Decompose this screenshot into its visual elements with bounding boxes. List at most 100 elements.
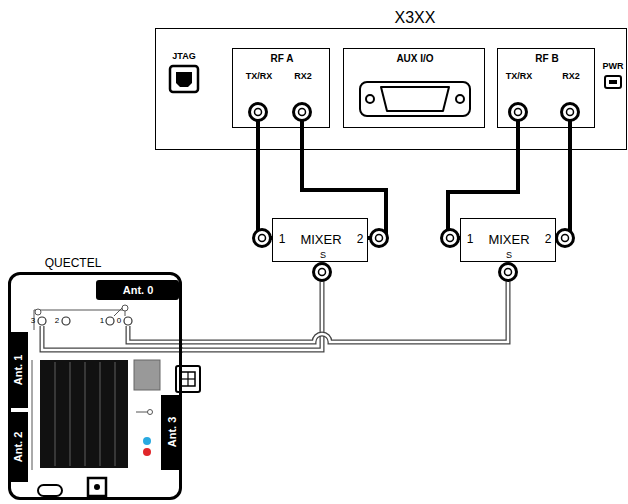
power-port-icon	[605, 76, 621, 88]
port-name: S	[320, 251, 326, 260]
power-jack-pin	[94, 484, 100, 490]
antenna-tab	[8, 412, 28, 482]
db15-face	[381, 87, 449, 111]
sma-port	[250, 104, 267, 121]
port-name: S	[506, 251, 512, 260]
board-title: QUECTEL	[45, 257, 102, 269]
mixer-port-pin	[319, 269, 326, 276]
board-connector	[122, 305, 128, 311]
coax-cable	[182, 262, 322, 350]
status-led-blue	[143, 437, 151, 445]
coax-cable	[182, 262, 508, 342]
mixer-port	[371, 230, 388, 247]
connector-number: 1	[100, 317, 104, 325]
port-name: TX/RX	[246, 72, 273, 81]
mixer-box: 1 MIXER 2S	[272, 218, 368, 262]
port-number: 1	[467, 233, 474, 245]
connector-number: 0	[117, 317, 121, 325]
port-name: RX2	[562, 72, 580, 81]
rf-cable-line	[258, 128, 272, 238]
panel-title: AUX I/O	[396, 54, 433, 64]
coax-cable-core	[182, 262, 508, 342]
rf-panel: RF A TX/RX RX2	[232, 48, 330, 128]
antenna-label: Ant. 3	[166, 417, 177, 448]
antenna-label: Ant. 0	[123, 285, 154, 296]
ufl-connector	[124, 317, 132, 325]
status-led-red	[143, 448, 151, 456]
aux-panel: AUX I/O	[343, 48, 485, 128]
mixer-port	[254, 230, 271, 247]
port-number: 2	[357, 233, 364, 245]
mixer-port-pin	[562, 235, 569, 242]
port-name: RX2	[294, 72, 312, 81]
sma-port-pin	[515, 109, 522, 116]
port-number: 1	[279, 233, 286, 245]
panel-title: RF B	[535, 54, 558, 64]
module-fin	[114, 362, 116, 466]
db15-screw	[456, 95, 464, 103]
ufl-connector	[62, 317, 70, 325]
power-port-inner	[609, 80, 617, 84]
board-trace	[32, 360, 33, 470]
antenna-tab	[8, 332, 28, 408]
rf-cable	[556, 128, 570, 238]
mixer-port	[314, 264, 331, 281]
db15-shell	[360, 82, 470, 116]
coax-cable	[128, 326, 183, 342]
coax-cable-jacket	[182, 262, 322, 350]
usb-port-inner	[176, 72, 192, 87]
usb-port-icon	[170, 66, 198, 92]
coax-cable-core	[42, 326, 183, 350]
device-box: X3XXRF ATX/RXRX2AUX I/ORF BTX/RXRX2	[155, 28, 627, 150]
antenna-label: Ant. 1	[13, 355, 24, 386]
connector-number: 2	[55, 317, 59, 325]
port-name: TX/RX	[506, 72, 533, 81]
rf-cable-line	[448, 128, 518, 238]
sma-port	[294, 104, 311, 121]
sma-port	[562, 104, 579, 121]
rf-cable-line	[556, 128, 570, 238]
antenna-label: Ant. 2	[13, 432, 24, 463]
board-trace	[34, 310, 125, 330]
mixer-port	[442, 230, 459, 247]
mixer-port	[500, 264, 517, 281]
rf-cable	[258, 128, 272, 238]
mixer-label: MIXER	[488, 233, 529, 246]
coax-cable-jacket	[182, 262, 508, 342]
db15-screw	[366, 95, 374, 103]
ufl-connector	[106, 317, 114, 325]
mixer-label: MIXER	[300, 233, 341, 246]
modem-board: QUECTEL	[8, 272, 182, 500]
rf-panel: RF BTX/RX RX2	[497, 48, 595, 128]
panel-title: RF A	[271, 54, 294, 64]
module-fin	[69, 362, 71, 466]
sim-chip-line	[181, 378, 195, 379]
board-connector	[35, 309, 41, 315]
ufl-connector	[38, 317, 46, 325]
sim-chip	[181, 372, 195, 386]
port-name: JTAG	[172, 52, 195, 61]
module-fin	[84, 362, 86, 466]
rf-cable-line	[302, 128, 386, 238]
sim-holder	[134, 360, 160, 390]
sma-port-pin	[567, 109, 574, 116]
mixer-port	[557, 230, 574, 247]
mixer-port-pin	[447, 235, 454, 242]
mixer-box: 1 MIXER 2S	[460, 218, 556, 262]
rf-cable	[302, 128, 386, 238]
board-connector	[148, 410, 153, 415]
coax-cable-core	[128, 326, 183, 342]
device-title: X3XX	[395, 10, 436, 26]
port-number: 2	[545, 233, 552, 245]
mixer-port-pin	[376, 235, 383, 242]
port-name: PWR	[603, 62, 624, 71]
module-fin	[99, 362, 101, 466]
mixer-port-pin	[259, 235, 266, 242]
antenna-tab	[96, 280, 179, 300]
module-body	[40, 360, 128, 468]
mixer-port-pin	[505, 269, 512, 276]
power-jack	[88, 478, 106, 496]
sma-port	[510, 104, 527, 121]
